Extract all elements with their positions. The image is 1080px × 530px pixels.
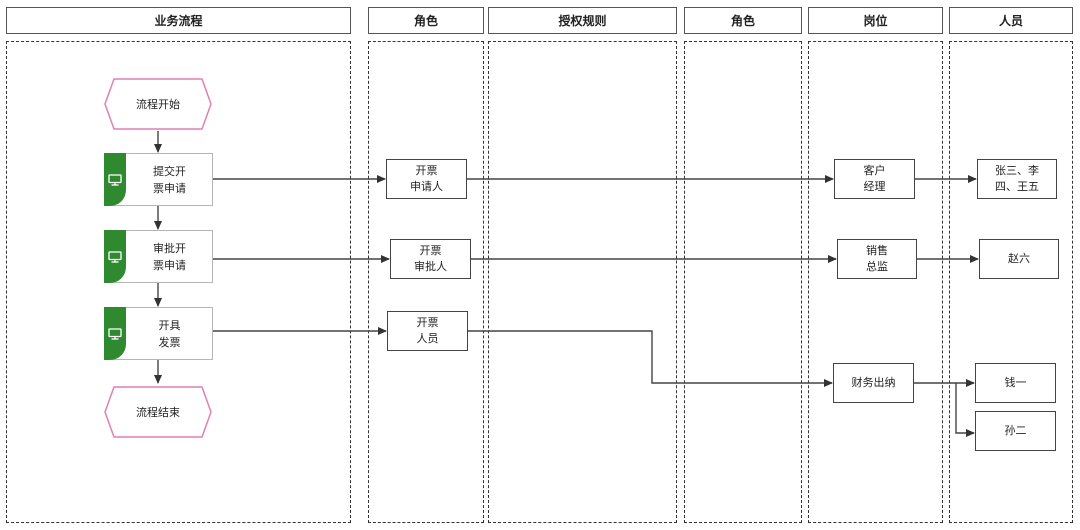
task-label-line: 审批开 <box>153 241 186 255</box>
monitor-icon <box>108 327 122 340</box>
person-label: 赵六 <box>1008 252 1030 265</box>
role-invoice-applicant[interactable]: 开票申请人 <box>386 159 467 199</box>
position-label: 财务出纳 <box>851 376 896 389</box>
lane-header-business-process: 业务流程 <box>6 7 351 34</box>
lane-person <box>949 41 1073 523</box>
position-label-line: 总监 <box>866 260 888 273</box>
lane-header-authorization-rule: 授权规则 <box>488 7 677 34</box>
role-label-line: 人员 <box>416 332 439 345</box>
person-label: 孙二 <box>1004 424 1027 437</box>
terminator-shape <box>104 386 212 438</box>
lane-header-role-1: 角色 <box>368 7 484 34</box>
end-label: 流程结束 <box>136 406 180 419</box>
task-submit-invoice-request[interactable]: 提交开票申请 <box>104 153 213 206</box>
task-tab <box>104 153 126 206</box>
monitor-icon <box>108 250 122 263</box>
task-label-line: 票申请 <box>153 258 186 272</box>
position-label-line: 经理 <box>863 180 886 193</box>
role-label-line: 开票 <box>419 244 442 257</box>
task-label: 开具发票 <box>127 308 212 359</box>
task-label-line: 提交开 <box>153 164 186 178</box>
task-label-line: 票申请 <box>153 181 186 195</box>
lane-header-label: 业务流程 <box>154 14 203 28</box>
monitor-icon <box>108 173 122 186</box>
task-approve-invoice-request[interactable]: 审批开票申请 <box>104 230 213 283</box>
lane-header-position: 岗位 <box>808 7 943 34</box>
lane-authorization-rule <box>488 41 677 523</box>
lane-business-process <box>6 41 351 523</box>
lane-role-2 <box>684 41 802 523</box>
role-label-line: 审批人 <box>414 260 447 273</box>
lane-header-label: 授权规则 <box>558 14 607 28</box>
person-label-line: 四、王五 <box>995 180 1039 193</box>
role-label-line: 开票 <box>416 316 439 329</box>
task-label-line: 开具 <box>158 318 181 332</box>
lane-header-label: 角色 <box>413 14 438 28</box>
link-role3-to-pos3 <box>468 330 833 387</box>
position-finance-cashier[interactable]: 财务出纳 <box>833 363 914 403</box>
lane-header-role-2: 角色 <box>684 7 802 34</box>
position-label-line: 客户 <box>863 164 886 177</box>
task-label: 审批开票申请 <box>127 231 212 282</box>
link-pos3-to-p4 <box>955 383 975 437</box>
lane-role-1 <box>368 41 484 523</box>
lane-header-label: 角色 <box>730 14 755 28</box>
person-zhao-liu[interactable]: 赵六 <box>979 239 1059 279</box>
role-label-line: 申请人 <box>410 180 443 193</box>
person-label-line: 张三、李 <box>995 164 1039 177</box>
role-invoice-staff[interactable]: 开票人员 <box>387 311 468 351</box>
lane-header-person: 人员 <box>949 7 1073 34</box>
start-label: 流程开始 <box>136 98 180 111</box>
task-label: 提交开票申请 <box>127 154 212 205</box>
person-sun-er[interactable]: 孙二 <box>975 411 1056 451</box>
person-group-1[interactable]: 张三、李四、王五 <box>977 159 1057 199</box>
task-tab <box>104 307 126 360</box>
terminator-shape <box>104 78 212 130</box>
end-terminator: 流程结束 <box>104 386 212 438</box>
task-tab <box>104 230 126 283</box>
person-label: 钱一 <box>1004 376 1027 389</box>
lane-header-label: 人员 <box>998 14 1023 28</box>
position-label-line: 销售 <box>866 244 888 257</box>
start-terminator: 流程开始 <box>104 78 212 130</box>
person-qian-yi[interactable]: 钱一 <box>975 363 1056 403</box>
position-sales-director[interactable]: 销售总监 <box>837 239 917 279</box>
position-account-manager[interactable]: 客户经理 <box>834 159 915 199</box>
role-label-line: 开票 <box>415 164 438 177</box>
task-label-line: 发票 <box>158 335 181 349</box>
lane-header-label: 岗位 <box>863 14 888 28</box>
lane-position <box>808 41 943 523</box>
task-issue-invoice[interactable]: 开具发票 <box>104 307 213 360</box>
role-invoice-approver[interactable]: 开票审批人 <box>390 239 471 279</box>
